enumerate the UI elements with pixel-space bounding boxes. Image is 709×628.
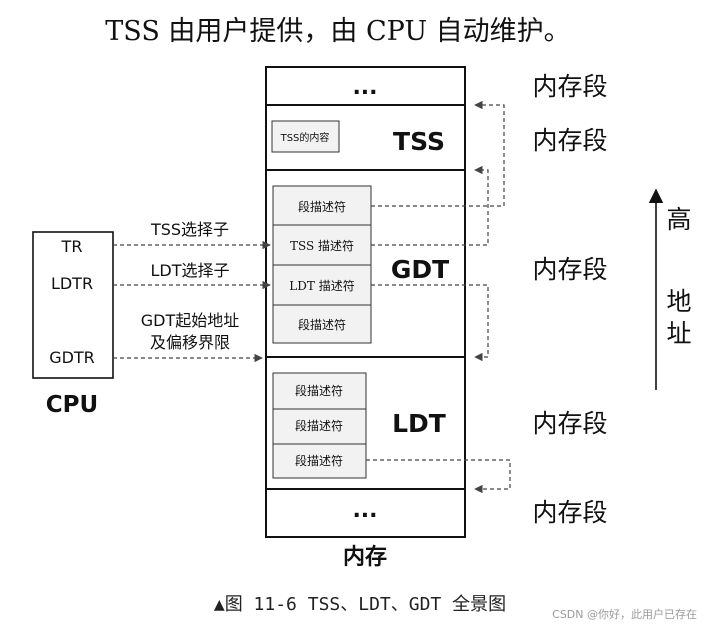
figure-caption: ▲图 11-6 TSS、LDT、GDT 全景图 bbox=[214, 594, 506, 615]
address-high-label: 高 bbox=[666, 205, 691, 234]
memory-segment-label: 内存段 bbox=[532, 498, 607, 527]
cpu-register-gdtr: GDTR bbox=[49, 348, 95, 367]
tss-selector-label: TSS选择子 bbox=[150, 220, 229, 239]
descriptor-links bbox=[366, 100, 511, 494]
cpu-register-tr: TR bbox=[61, 237, 83, 256]
link-gdt-entry-0 bbox=[371, 100, 505, 207]
gdt-entry-box bbox=[272, 264, 372, 306]
ldt-entry-box bbox=[272, 372, 367, 410]
ldt-entry-label: 段描述符 bbox=[295, 383, 343, 398]
gdt-entry-label: TSS 描述符 bbox=[290, 238, 354, 253]
gdt-entry-box bbox=[272, 304, 372, 344]
gdt-label: GDT bbox=[391, 255, 449, 284]
ldt-selector-label: LDT选择子 bbox=[150, 261, 229, 280]
gdt-entries bbox=[272, 185, 372, 344]
memory-segment-label: 内存段 bbox=[532, 255, 607, 284]
gdt-entry-label: LDT 描述符 bbox=[289, 278, 354, 293]
memory-segment-label: 内存段 bbox=[532, 126, 607, 155]
header-text: TSS 由用户提供，由 CPU 自动维护。 bbox=[105, 16, 570, 47]
link-ldt-entry-2 bbox=[366, 459, 511, 494]
ldt-label: LDT bbox=[392, 409, 446, 438]
gdt-base-label-line1: GDT起始地址 bbox=[141, 311, 240, 330]
cpu-register-ldtr: LDTR bbox=[51, 274, 93, 293]
address-addr-label-1: 地 bbox=[666, 287, 691, 316]
gdt-base-label-line2: 及偏移界限 bbox=[150, 333, 230, 352]
tss-content-box bbox=[271, 120, 340, 153]
ldt-entry-box bbox=[272, 408, 367, 445]
watermark: CSDN @你好，此用户已存在 bbox=[552, 607, 697, 621]
gdt-entry-label: 段描述符 bbox=[298, 199, 346, 214]
cpu-box bbox=[32, 231, 114, 379]
cpu-caption: CPU bbox=[46, 392, 98, 418]
ldt-entry-label: 段描述符 bbox=[295, 453, 343, 468]
tss-label: TSS bbox=[393, 127, 445, 156]
memory-segment-label: 内存段 bbox=[532, 409, 607, 438]
gdt-entry-label: 段描述符 bbox=[298, 317, 346, 332]
register-links bbox=[113, 240, 271, 363]
memory-top-dots: ... bbox=[352, 75, 377, 100]
ldt-entry-box bbox=[272, 443, 367, 479]
memory-segment-label: 内存段 bbox=[532, 72, 607, 101]
ldt-entries bbox=[272, 372, 367, 479]
address-addr-label-2: 址 bbox=[666, 319, 691, 348]
link-gdt-entry-1 bbox=[371, 165, 489, 246]
gdt-entry-box bbox=[272, 224, 372, 266]
memory-caption: 内存 bbox=[343, 544, 387, 570]
gdt-entry-box bbox=[272, 185, 372, 226]
memory-bottom-dots: ... bbox=[352, 498, 377, 523]
link-gdt-entry-2 bbox=[371, 284, 489, 362]
tss-content-label: TSS的内容 bbox=[280, 131, 330, 144]
ldt-entry-label: 段描述符 bbox=[295, 418, 343, 433]
